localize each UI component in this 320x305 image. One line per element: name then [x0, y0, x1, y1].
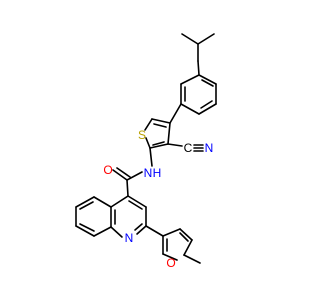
atom-label-c-nitrile: C [184, 141, 193, 155]
thiophene-ring [144, 118, 171, 149]
molecule-structure: O N H S C N N O [75, 33, 217, 270]
atom-label-o-carbonyl: O [103, 163, 112, 177]
quinoline-ring [75, 195, 147, 238]
isobutyl-group [181, 33, 215, 76]
structure-canvas: O N H S C N N O [75, 33, 217, 270]
phenyl-ring [169, 74, 217, 124]
amide-linker [112, 147, 153, 197]
atom-label-s-thiophene: S [138, 128, 146, 142]
atom-label-n-amide: N [144, 166, 153, 180]
methylfuran-ring [145, 225, 201, 264]
atom-label-o-furan: O [166, 256, 175, 270]
nitrile-group [167, 143, 204, 152]
atom-label-n-quinoline: N [125, 231, 134, 245]
atom-label-n-nitrile: N [205, 141, 214, 155]
atom-label-h-amide: H [153, 166, 162, 180]
